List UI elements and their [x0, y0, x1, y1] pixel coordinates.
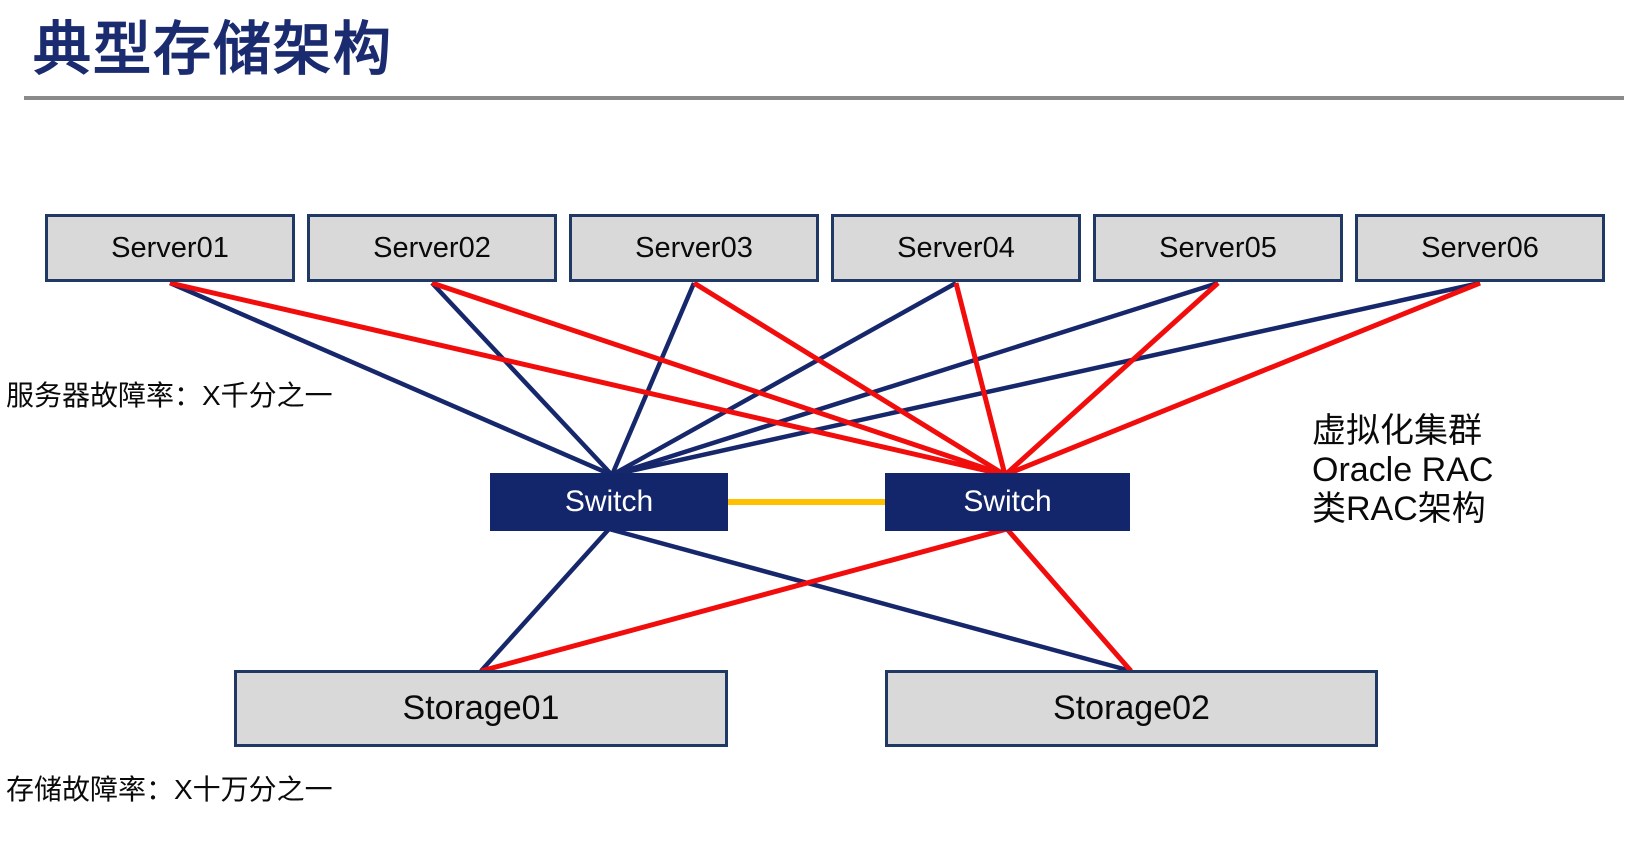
- server06-label: Server06: [1421, 231, 1539, 264]
- link-switch2-storage01: [480, 526, 1008, 674]
- switch1-label: Switch: [564, 485, 654, 518]
- switch1-node: Switch: [490, 473, 728, 531]
- server02-label: Server02: [373, 231, 491, 264]
- switch2-node: Switch: [885, 473, 1130, 531]
- link-server02-switch2: [431, 280, 1006, 478]
- link-server04-switch2: [953, 282, 1008, 476]
- server03-label: Server03: [635, 231, 753, 264]
- link-server06-switch1: [611, 280, 1481, 478]
- server04-label: Server04: [897, 231, 1015, 264]
- server03-node: Server03: [569, 214, 819, 282]
- link-server03-switch1: [609, 282, 697, 476]
- storage-failure-rate-label: 存储故障率：X十万分之一: [6, 774, 333, 805]
- storage01-node: Storage01: [234, 670, 728, 747]
- server-failure-rate-label: 服务器故障率：X千分之一: [6, 380, 333, 411]
- storage02-node: Storage02: [885, 670, 1378, 747]
- link-server01-switch1: [169, 280, 613, 478]
- inter-switch-link: [728, 499, 885, 505]
- link-server05-switch1: [611, 280, 1219, 478]
- storage01-label: Storage01: [402, 689, 560, 727]
- link-server03-switch2: [692, 280, 1007, 478]
- page-title: 典型存储架构: [33, 17, 394, 82]
- server05-node: Server05: [1093, 214, 1343, 282]
- server06-node: Server06: [1355, 214, 1605, 282]
- cluster-note: 虚拟化集群 Oracle RAC 类RAC架构: [1312, 412, 1493, 529]
- switch2-label: Switch: [963, 485, 1052, 518]
- server01-label: Server01: [111, 231, 229, 264]
- link-server01-switch2: [169, 280, 1006, 478]
- server04-node: Server04: [831, 214, 1081, 282]
- link-switch1-storage02: [608, 526, 1132, 674]
- link-server04-switch1: [610, 281, 958, 477]
- server02-node: Server02: [307, 214, 557, 282]
- link-switch1-storage01: [479, 527, 611, 673]
- server01-node: Server01: [45, 214, 295, 282]
- title-divider-line: [24, 96, 1624, 100]
- cluster-note-line1: 虚拟化集群: [1312, 412, 1482, 450]
- cluster-note-line2: Oracle RAC: [1312, 451, 1494, 489]
- server05-label: Server05: [1159, 231, 1277, 264]
- link-switch2-storage02: [1005, 527, 1133, 673]
- link-server02-switch1: [430, 281, 614, 477]
- cluster-note-line3: 类RAC架构: [1312, 490, 1486, 528]
- storage02-label: Storage02: [1053, 689, 1210, 727]
- link-server05-switch2: [1003, 281, 1220, 477]
- link-server06-switch2: [1004, 280, 1481, 478]
